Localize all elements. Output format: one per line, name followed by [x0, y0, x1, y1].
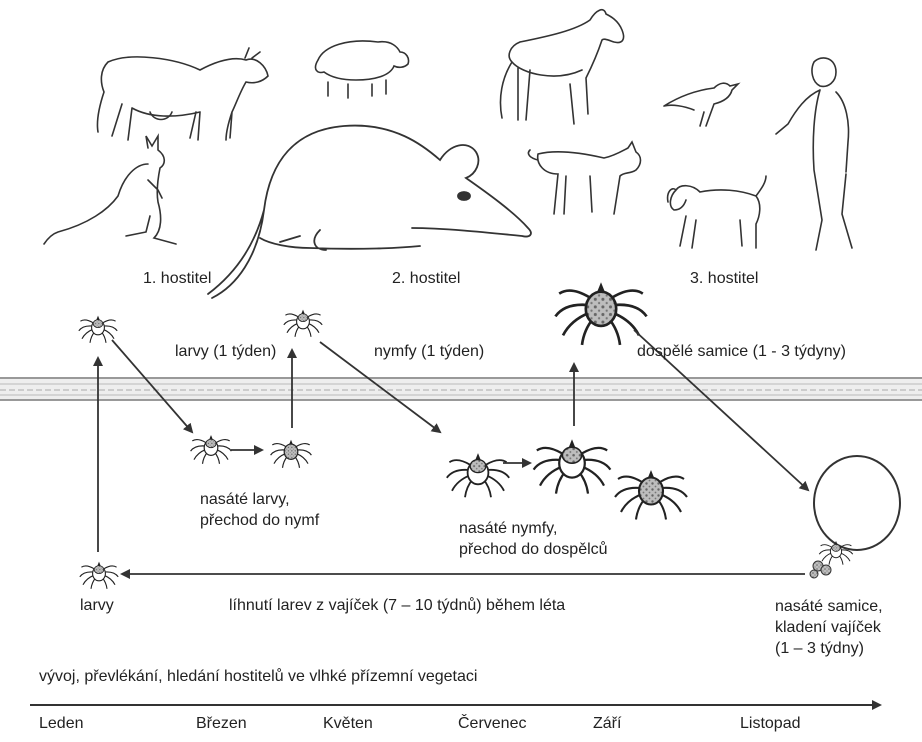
label-engorged-female-line3: (1 – 3 týdny) [775, 638, 864, 659]
month-label: Květen [323, 715, 373, 733]
label-engorged-nymphs-line2: přechod do dospělců [459, 539, 608, 560]
host-label-third: 3. hostitel [690, 268, 758, 289]
label-engorged-nymphs-line1: nasáté nymfy, [459, 518, 557, 539]
tick-icon [79, 316, 117, 343]
bird-icon [664, 83, 738, 126]
tick-icon [191, 435, 232, 464]
month-label: Září [593, 715, 621, 733]
label-hatching: líhnutí larev z vajíček (7 – 10 týdnů) b… [229, 595, 565, 616]
label-engorged-female-line1: nasáté samice, [775, 596, 883, 617]
dog-icon [668, 176, 766, 248]
month-label: Červenec [458, 715, 526, 733]
tick-icon [534, 439, 611, 493]
egg-mass-icon [810, 456, 900, 578]
horse-icon [500, 10, 623, 124]
host-label-second: 2. hostitel [392, 268, 460, 289]
label-nymphs-feeding: nymfy (1 týden) [374, 341, 484, 362]
tick-icon [615, 470, 687, 520]
shrew-icon [208, 126, 531, 298]
timeline-caption: vývoj, převlékání, hledání hostitelů ve … [39, 666, 477, 687]
ground-band [0, 378, 922, 400]
label-engorged-female-line2: kladení vajíček [775, 617, 881, 638]
host-label-first: 1. hostitel [143, 268, 211, 289]
tick-icon [284, 310, 322, 337]
label-larvae: larvy [80, 595, 114, 616]
label-engorged-larvae-line1: nasáté larvy, [200, 489, 290, 510]
human-icon [776, 58, 852, 250]
tick-icon [555, 282, 646, 345]
tick-icon [80, 562, 118, 589]
sheep-icon [316, 41, 409, 98]
label-larvae-feeding: larvy (1 týden) [175, 341, 276, 362]
label-adult-females: dospělé samice (1 - 3 týdyny) [637, 341, 846, 362]
kangaroo-icon [44, 136, 176, 244]
month-label: Leden [39, 715, 84, 733]
tick-icon [447, 453, 509, 497]
month-label: Listopad [740, 715, 801, 733]
month-label: Březen [196, 715, 247, 733]
cat-icon [528, 142, 640, 214]
label-engorged-larvae-line2: přechod do nymf [200, 510, 319, 531]
tick-icon [271, 440, 312, 468]
cow-icon [97, 48, 268, 140]
